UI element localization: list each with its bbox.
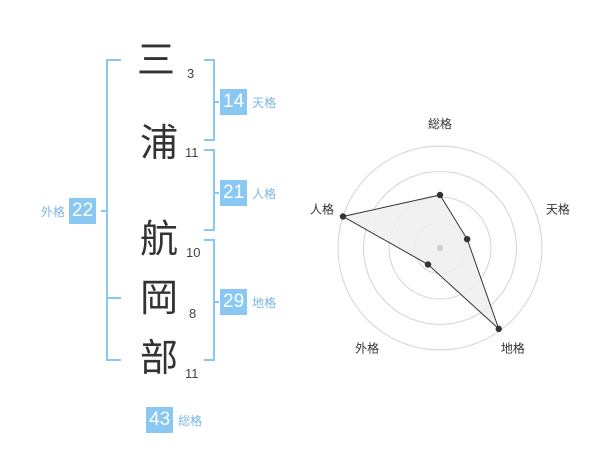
radar-axis-label-5: 人格 (310, 202, 334, 217)
name-char-3: 航 (139, 217, 178, 261)
radar-axis-label-4: 外格 (355, 340, 379, 355)
name-char-1: 三 (136, 38, 175, 82)
stroke-count-5: 11 (185, 366, 199, 381)
stroke-count-1: 3 (187, 66, 195, 81)
jinkaku-bracket (204, 149, 219, 231)
jinkaku-value: 21 (220, 180, 248, 206)
stroke-count-3: 10 (186, 245, 201, 260)
soukaku-value: 43 (146, 407, 174, 433)
tenkaku-value: 14 (220, 89, 248, 115)
soukaku-badge: 43 総格 (146, 407, 202, 433)
radar-point-4 (424, 261, 432, 268)
stroke-count-4: 8 (189, 306, 197, 321)
tenkaku-label: 天格 (252, 95, 277, 110)
radar-axis-label-1: 総格 (428, 116, 452, 131)
tenkaku-badge: 14 天格 (220, 89, 276, 115)
radar-axis-label-3: 地格 (501, 340, 525, 355)
chikaku-badge: 29 地格 (220, 289, 276, 315)
jinkaku-badge: 21 人格 (220, 180, 276, 206)
radar-point-1 (436, 191, 444, 199)
name-char-2: 浦 (139, 121, 178, 165)
chikaku-bracket (204, 239, 219, 361)
gaikaku-label: 外格 (41, 204, 66, 219)
radar-point-2 (463, 235, 471, 243)
gaikaku-value: 22 (69, 198, 97, 224)
tenkaku-bracket (204, 59, 219, 141)
radar-ring-3 (363, 171, 517, 325)
stroke-count-2: 11 (185, 145, 199, 160)
name-char-5: 部 (139, 336, 178, 380)
radar-polygon (341, 194, 500, 330)
radar-ring-4 (337, 145, 543, 351)
radar-axis-label-2: 天格 (546, 202, 570, 217)
radar-point-5 (339, 213, 347, 220)
chikaku-label: 地格 (252, 295, 277, 310)
name-char-4: 岡 (139, 276, 178, 320)
radar-point-3 (495, 325, 502, 333)
gaikaku-badge: 外格 22 (41, 198, 97, 224)
soukaku-label: 総格 (178, 413, 203, 428)
chikaku-value: 29 (220, 289, 248, 315)
jinkaku-label: 人格 (252, 186, 277, 201)
radar-center-dot (437, 245, 443, 251)
gaikaku-bracket (101, 59, 121, 361)
